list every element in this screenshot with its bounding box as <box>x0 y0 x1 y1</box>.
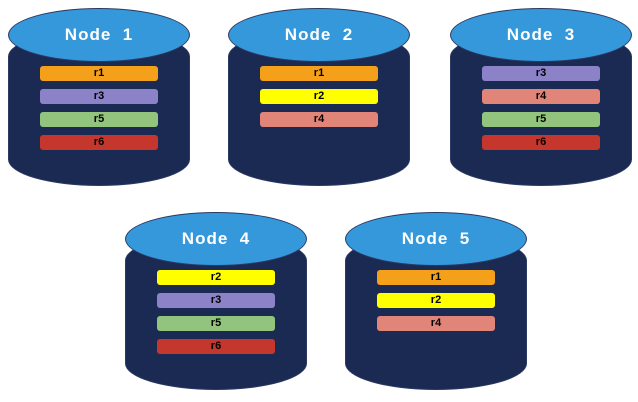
record-list: r1 r2 r4 <box>377 270 495 339</box>
database-node-2[interactable]: Node 2 r1 r2 r4 <box>228 4 410 186</box>
cylinder-top-icon <box>345 212 527 266</box>
record-bar[interactable]: r3 <box>157 293 275 308</box>
node-label: Node 2 <box>284 25 354 44</box>
record-bar[interactable]: r1 <box>377 270 495 285</box>
record-bar[interactable]: r2 <box>260 89 378 104</box>
database-node-3[interactable]: Node 3 r3 r4 r5 r6 <box>450 4 632 186</box>
record-bar[interactable]: r3 <box>40 89 158 104</box>
record-bar[interactable]: r3 <box>482 66 600 81</box>
record-bar[interactable]: r5 <box>482 112 600 127</box>
record-bar[interactable]: r1 <box>40 66 158 81</box>
record-list: r3 r4 r5 r6 <box>482 66 600 158</box>
record-list: r2 r3 r5 r6 <box>157 270 275 362</box>
record-bar[interactable]: r1 <box>260 66 378 81</box>
cylinder-top-icon <box>450 8 632 62</box>
database-node-5[interactable]: Node 5 r1 r2 r4 <box>345 208 527 390</box>
cylinder-top-icon <box>125 212 307 266</box>
record-bar[interactable]: r4 <box>377 316 495 331</box>
node-label: Node 4 <box>181 229 251 248</box>
database-node-4[interactable]: Node 4 r2 r3 r5 r6 <box>125 208 307 390</box>
node-label: Node 3 <box>506 25 576 44</box>
cylinder-top-icon <box>228 8 410 62</box>
database-node-1[interactable]: Node 1 r1 r3 r5 r6 <box>8 4 190 186</box>
record-bar[interactable]: r6 <box>157 339 275 354</box>
record-bar[interactable]: r4 <box>260 112 378 127</box>
node-label: Node 5 <box>401 229 471 248</box>
record-bar[interactable]: r5 <box>157 316 275 331</box>
record-bar[interactable]: r2 <box>377 293 495 308</box>
record-bar[interactable]: r6 <box>482 135 600 150</box>
record-bar[interactable]: r5 <box>40 112 158 127</box>
node-label: Node 1 <box>64 25 134 44</box>
cylinder-top-icon <box>8 8 190 62</box>
record-bar[interactable]: r4 <box>482 89 600 104</box>
record-list: r1 r3 r5 r6 <box>40 66 158 158</box>
record-bar[interactable]: r2 <box>157 270 275 285</box>
record-list: r1 r2 r4 <box>260 66 378 135</box>
record-bar[interactable]: r6 <box>40 135 158 150</box>
